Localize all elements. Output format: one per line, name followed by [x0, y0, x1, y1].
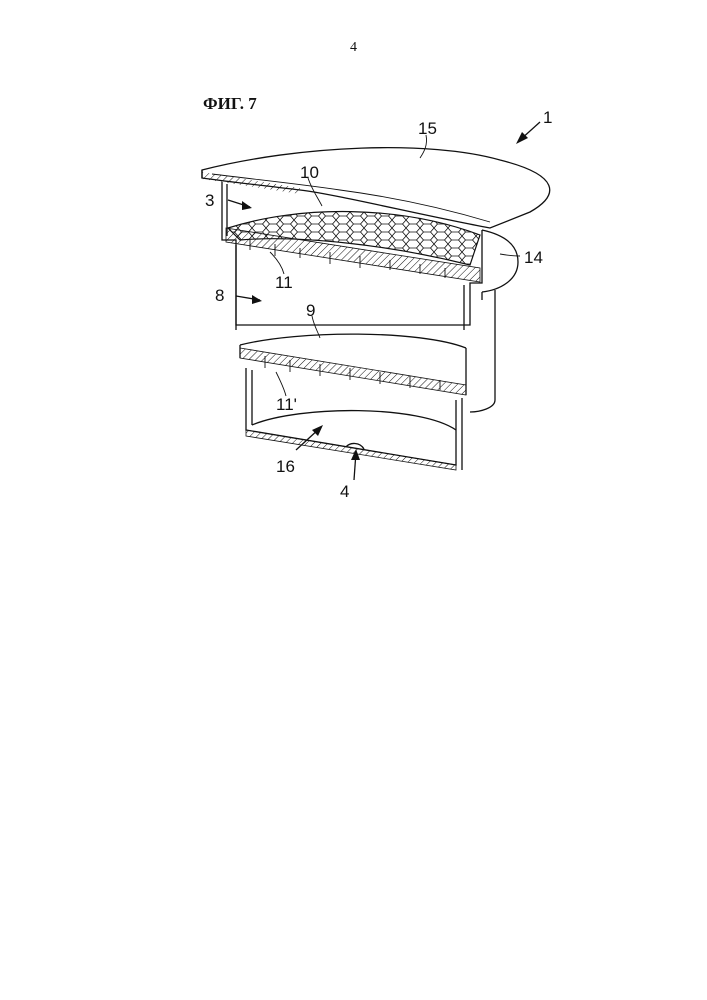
label-14: 14	[524, 248, 543, 267]
label-9: 9	[306, 301, 315, 320]
label-4: 4	[340, 482, 349, 501]
label-11: 11	[275, 273, 293, 292]
honeycomb-filter	[226, 212, 480, 282]
label-10: 10	[300, 163, 319, 182]
middle-chamber	[240, 334, 466, 395]
reference-labels: 1 15 10 3 14 11 8 9 11' 16 4	[205, 108, 552, 501]
label-16: 16	[276, 457, 295, 476]
label-3: 3	[205, 191, 214, 210]
label-1: 1	[543, 108, 552, 127]
side-housing	[470, 230, 518, 412]
label-15: 15	[418, 119, 437, 138]
label-8: 8	[215, 286, 224, 305]
label-11-prime: 11'	[276, 395, 297, 414]
leader-lines	[228, 122, 540, 480]
